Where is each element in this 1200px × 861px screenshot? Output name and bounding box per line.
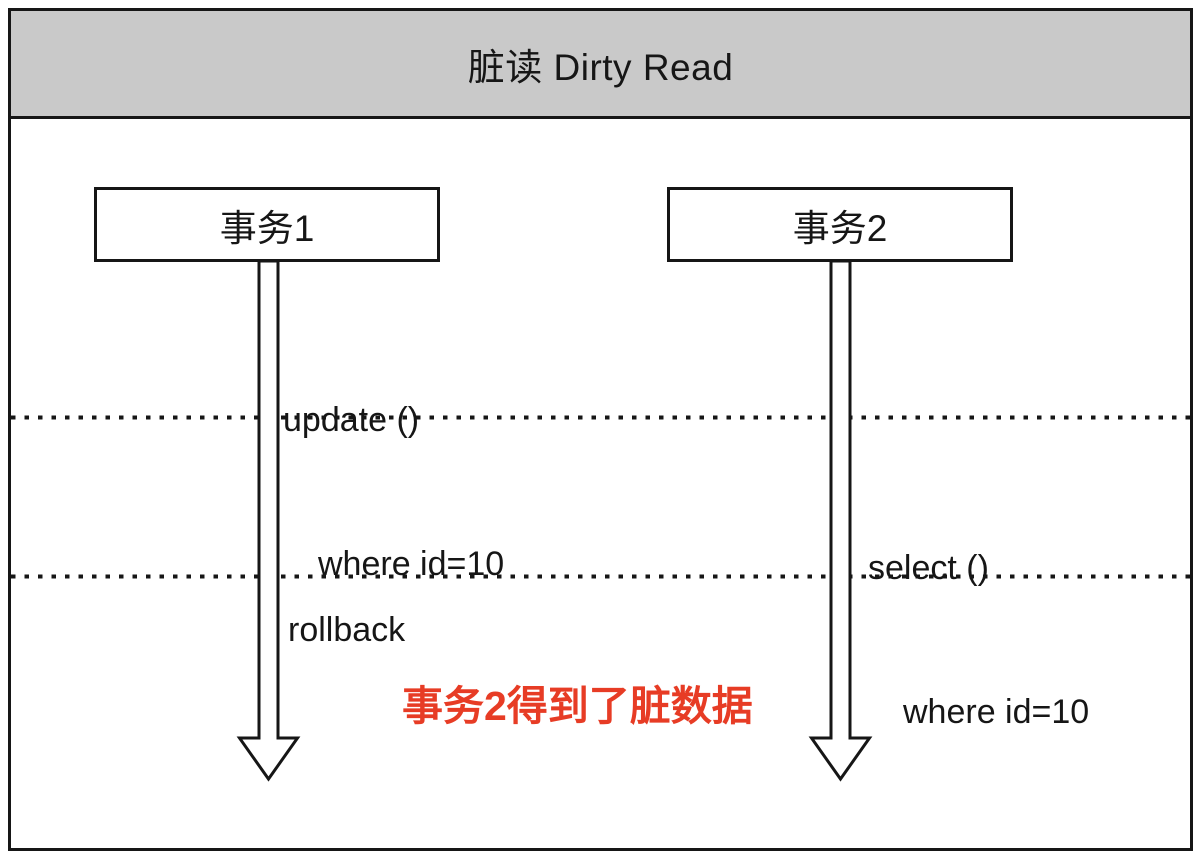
diagram-frame [8,8,1193,851]
transaction2-lifeline-arrow [808,259,873,782]
update-statement-line2: where id=10 [318,545,505,583]
transaction1-action-label: update () where id=10 [283,300,504,684]
dirty-data-annotation: 事务2得到了脏数据 [402,683,753,729]
update-statement-line1: update () [283,401,420,439]
select-statement-line2: where id=10 [903,693,1090,731]
transaction2-action-label: select () where id=10 [868,448,1089,832]
transaction1-lifeline-arrow [236,259,301,782]
diagram-title: 脏读 Dirty Read [467,46,734,88]
transaction1-label: 事务1 [219,207,315,249]
select-statement-line1: select () [868,549,989,587]
rollback-label: rollback [288,611,406,649]
transaction1-box: 事务1 [94,187,440,262]
diagram-title-bar: 脏读 Dirty Read [11,11,1190,119]
transaction2-label: 事务2 [792,207,888,249]
transaction2-box: 事务2 [667,187,1013,262]
